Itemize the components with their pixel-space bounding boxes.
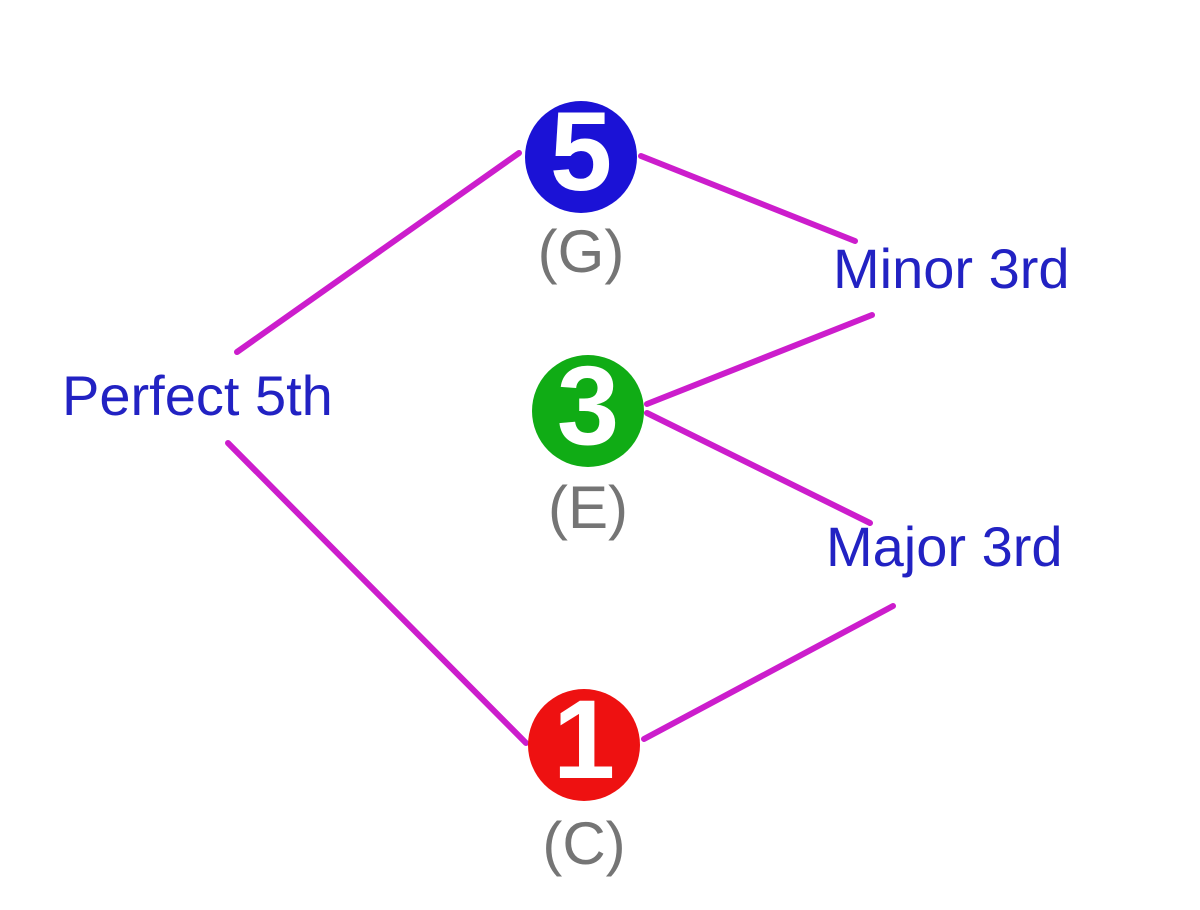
node-degree-3-number: 3 bbox=[556, 343, 620, 468]
node-degree-3: 3 bbox=[532, 350, 644, 467]
note-name-c: (C) bbox=[542, 810, 626, 877]
edge-minor-3rd-to-node-3 bbox=[644, 312, 875, 407]
interval-label-minor-3rd: Minor 3rd bbox=[833, 237, 1070, 300]
note-name-e: (E) bbox=[548, 474, 628, 541]
node-degree-1-number: 1 bbox=[552, 677, 616, 802]
edge-minor-3rd-to-node-5 bbox=[638, 153, 858, 244]
node-degree-5: 5 bbox=[525, 96, 637, 213]
edge-major-3rd-to-node-1 bbox=[641, 603, 896, 742]
interval-label-major-3rd: Major 3rd bbox=[826, 515, 1063, 578]
edge-perfect-5th-to-node-5 bbox=[234, 150, 522, 355]
edge-perfect-5th-to-node-1 bbox=[225, 440, 529, 746]
node-degree-5-number: 5 bbox=[549, 89, 613, 214]
node-degree-1: 1 bbox=[528, 684, 640, 801]
note-name-g: (G) bbox=[537, 218, 625, 285]
interval-label-perfect-5th: Perfect 5th bbox=[62, 364, 333, 427]
edge-major-3rd-to-node-3 bbox=[644, 410, 873, 526]
